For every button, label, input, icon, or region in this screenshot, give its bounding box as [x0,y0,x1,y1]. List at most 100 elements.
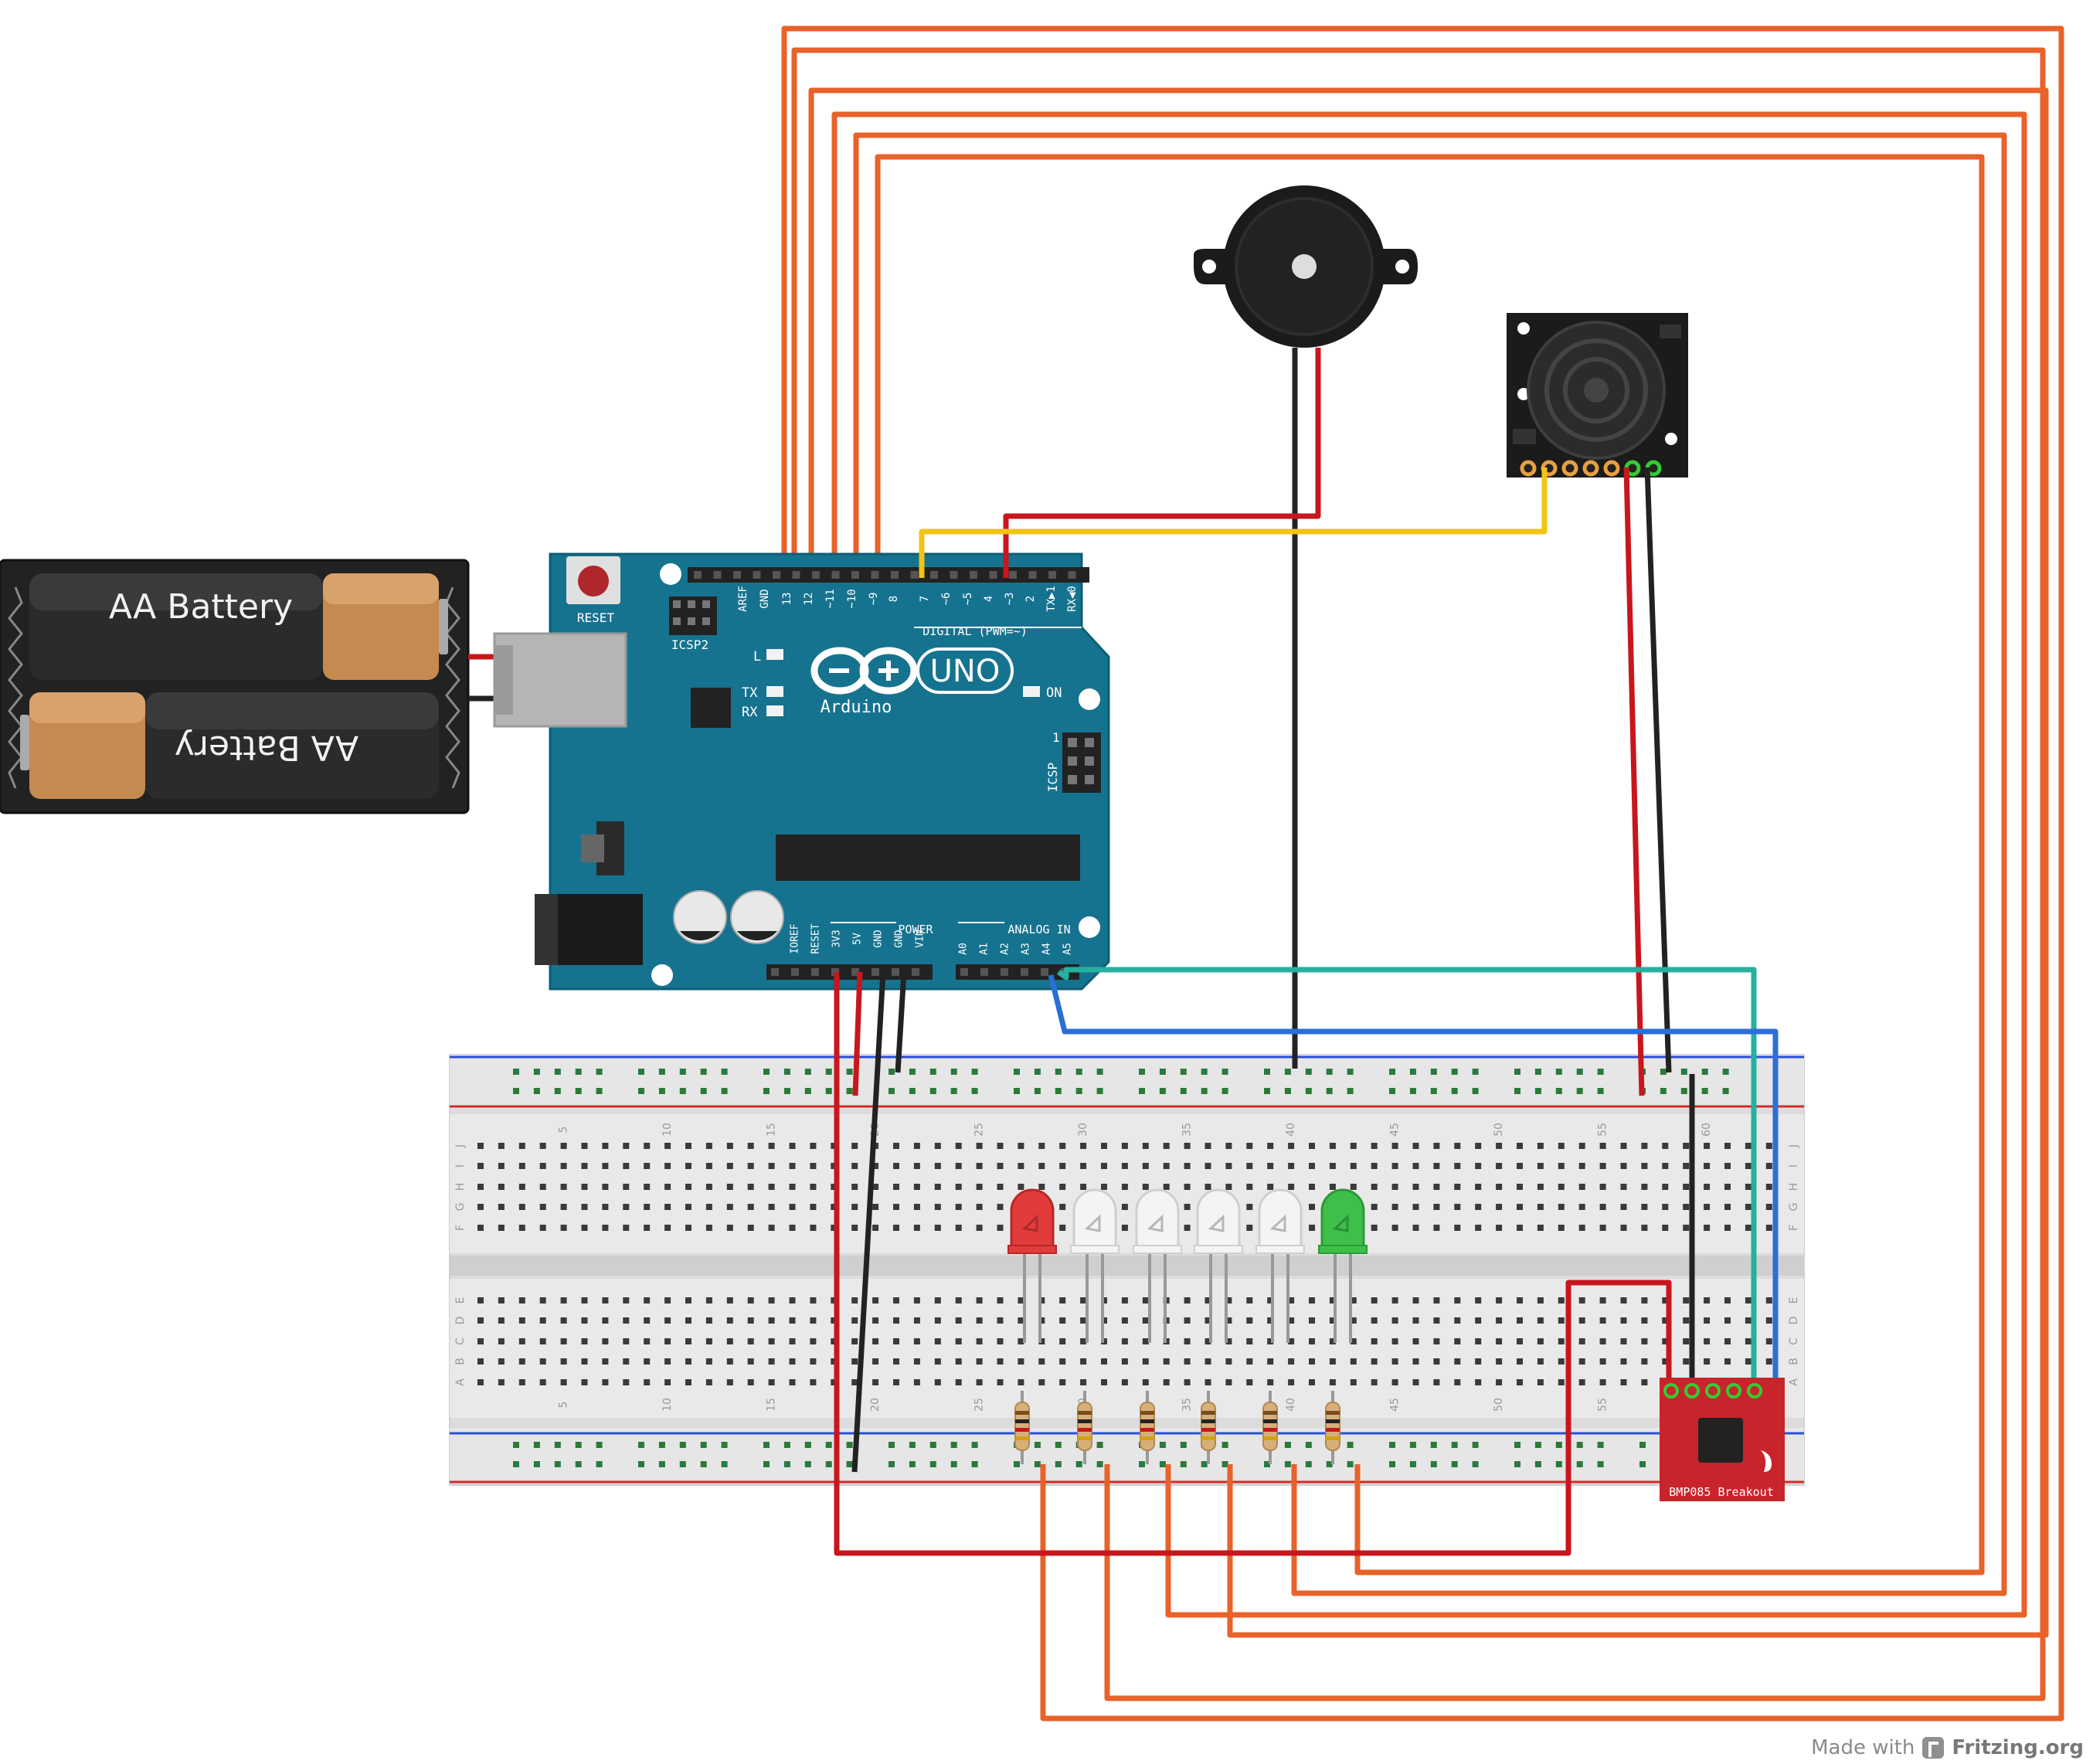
breadboard-labels: 5510101515202025253030353540404545505055… [454,1123,1800,1412]
breadboard-hole [1163,1358,1170,1365]
rail-hole [596,1088,603,1094]
breadboard-hole [1724,1204,1731,1210]
rail-hole [638,1069,644,1075]
icsp-pin [1068,756,1077,766]
breadboard-hole [976,1338,983,1344]
led-rim [1133,1245,1182,1254]
column-number: 45 [1389,1398,1402,1412]
breadboard-hole [664,1204,671,1210]
credit-prefix: Made with [1811,1736,1915,1759]
breadboard-hole [955,1297,962,1303]
breadboard-hole [997,1317,1004,1324]
header-hole [1048,571,1056,579]
header-hole [1021,968,1028,976]
digital-pin-label: 7 [919,596,931,602]
battery-pack: AA Battery AA Battery [0,559,510,814]
breadboard-hole [1059,1143,1066,1149]
header-hole [872,968,879,976]
breadboard-hole [913,1204,920,1210]
breadboard-hole [1309,1338,1315,1344]
digital-pin-label: ~11 [824,589,837,608]
breadboard-hole [893,1379,899,1385]
power-label: POWER [898,923,933,936]
rail-hole [554,1088,561,1094]
rail-hole [1201,1461,1208,1467]
arduino-brand-label: Arduino [821,698,892,717]
breadboard-hole [1745,1143,1752,1149]
breadboard-hole [1765,1184,1772,1190]
column-number: 15 [766,1398,778,1412]
rail-hole [700,1461,707,1467]
breadboard-hole [705,1204,712,1210]
breadboard-hole [1184,1379,1191,1385]
led-body [1196,1188,1241,1253]
row-letter: H [1788,1183,1800,1191]
breadboard-hole [872,1204,879,1210]
breadboard-hole [976,1184,983,1190]
rail-hole [1722,1069,1729,1075]
rail-hole [1555,1461,1562,1467]
rail-hole [1347,1069,1354,1075]
breadboard-hole [1121,1163,1128,1169]
header-hole [891,571,899,579]
rail-hole [804,1069,811,1075]
breadboard-hole [976,1297,983,1303]
resistor-band [1015,1428,1029,1432]
breadboard-hole [1018,1184,1024,1190]
rail-hole [1472,1088,1479,1094]
wire-pin10 [831,111,2027,1618]
breadboard-hole [1641,1358,1648,1365]
rail-hole [825,1088,832,1094]
breadboard-hole [498,1204,505,1210]
row-letter: J [1788,1144,1800,1148]
breadboard-hole [1018,1358,1024,1365]
bmp085-pin [1684,1383,1700,1399]
header-hole [811,968,819,976]
rail-hole [846,1442,853,1448]
breadboard-hole [1454,1184,1461,1190]
breadboard-hole [560,1317,567,1324]
breadboard-hole [539,1143,546,1149]
resistor-body [1014,1402,1030,1451]
breadboard-hole [539,1358,546,1365]
breadboard-hole [810,1358,817,1365]
breadboard-hole [1350,1163,1357,1169]
breadboard-hole [1765,1163,1772,1169]
breadboard-hole [1309,1297,1315,1303]
breadboard-hole [1329,1297,1336,1303]
led [1255,1188,1305,1343]
breadboard-hole [1184,1143,1191,1149]
rail-hole [1139,1069,1145,1075]
breadboard-hole [1038,1143,1045,1149]
breadboard-hole [1475,1163,1482,1169]
breadboard-hole [1662,1297,1669,1303]
breadboard-hole [1225,1143,1232,1149]
breadboard-hole [1391,1379,1398,1385]
led-body [1010,1188,1055,1253]
breadboard-hole [1267,1338,1274,1344]
breadboard-hole [644,1204,651,1210]
reset-button-cap[interactable] [578,566,609,596]
rail-hole [1034,1461,1041,1467]
column-number: 5 [558,1127,570,1134]
breadboard-hole [893,1338,899,1344]
resistor [1262,1391,1278,1464]
header-hole [980,968,988,976]
resistor-body [1325,1402,1340,1451]
rail-hole [1514,1069,1520,1075]
breadboard-hole [1683,1358,1690,1365]
breadboard-hole [685,1317,691,1324]
rail-hole [1639,1442,1646,1448]
header-hole [910,571,919,579]
breadboard-hole [1018,1317,1024,1324]
breadboard-hole [1246,1225,1253,1231]
breadboard-hole [1080,1297,1087,1303]
rail-hole [533,1461,540,1467]
breadboard-hole [810,1317,817,1324]
breadboard-hole [1599,1317,1606,1324]
resistor [1014,1391,1030,1464]
rail-hole [700,1069,707,1075]
breadboard-hole [1142,1143,1149,1149]
led-rim [1070,1245,1120,1254]
l-label: L [753,649,761,664]
